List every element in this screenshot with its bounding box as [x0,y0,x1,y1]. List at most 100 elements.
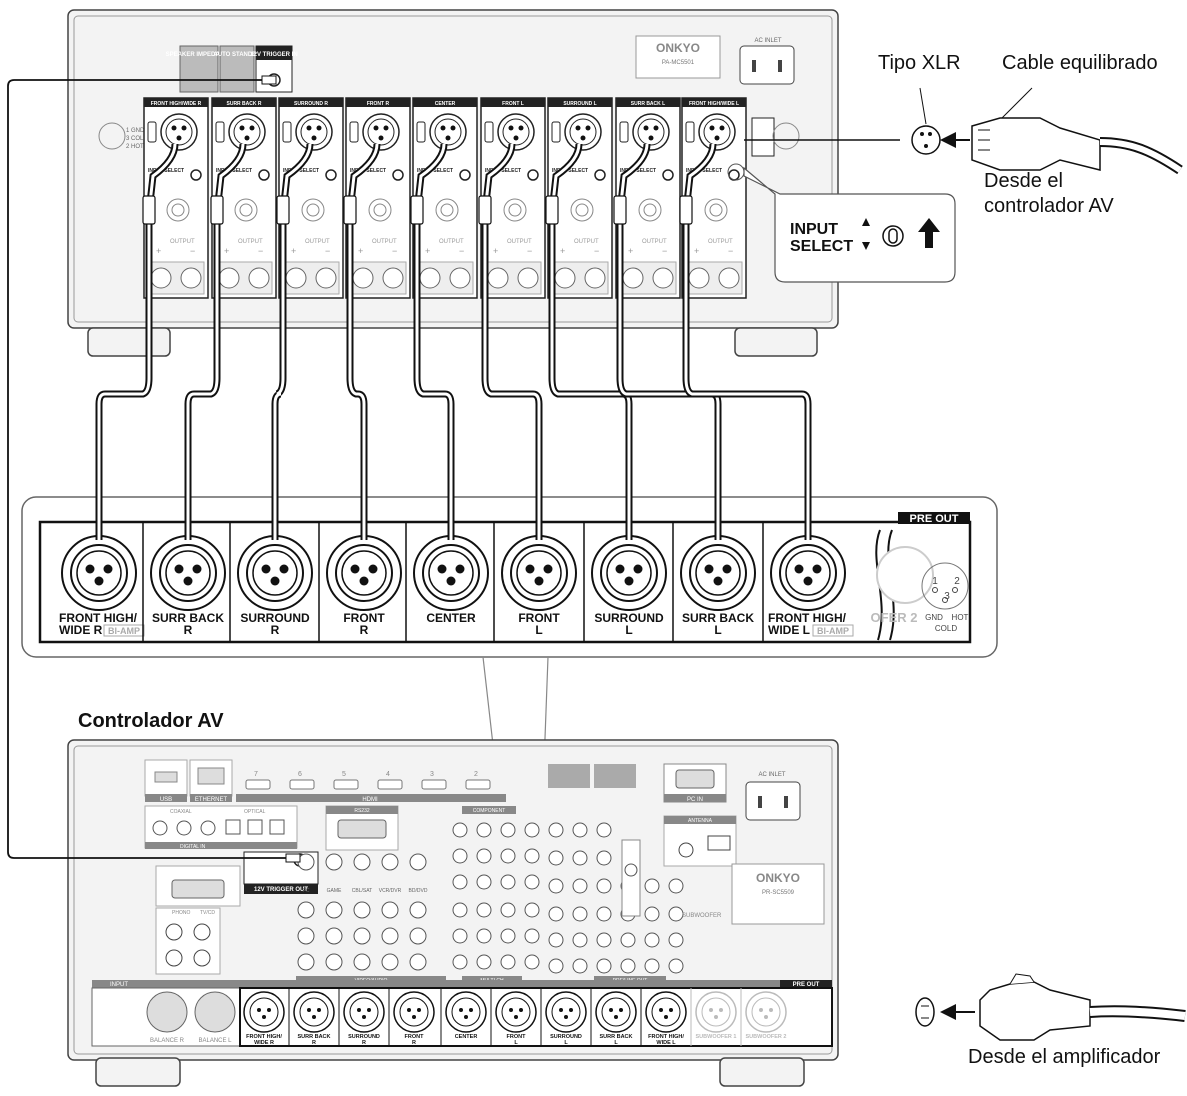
rca-jack[interactable] [381,901,399,919]
rca-jack[interactable] [452,954,468,970]
amp-speaker-terminal-plus[interactable] [150,267,172,289]
controller-xlr-output[interactable]: CENTER [440,988,487,1046]
rca-jack[interactable] [524,874,540,890]
rca-jack[interactable] [668,932,684,948]
amp-input-select-switch[interactable] [594,169,606,181]
rca-jack[interactable] [476,954,492,970]
rca-jack[interactable] [409,953,427,971]
rca-jack[interactable] [620,958,636,974]
optical-jack[interactable] [269,819,285,835]
rca-jack[interactable] [644,958,660,974]
amp-speaker-terminal-minus[interactable] [315,267,337,289]
rca-jack[interactable] [572,906,588,922]
rca-jack[interactable] [325,953,343,971]
rca-jack[interactable] [452,874,468,890]
hdmi-input-port[interactable]: 3 [421,771,447,790]
rca-jack[interactable] [596,822,612,838]
amp-speaker-terminal-minus[interactable] [449,267,471,289]
rca-jack[interactable] [524,954,540,970]
amp-speaker-terminal-plus[interactable] [487,267,509,289]
amp-speaker-terminal-plus[interactable] [218,267,240,289]
rca-jack[interactable] [620,932,636,948]
hdmi-input-port[interactable]: 6 [289,771,315,790]
amp-speaker-terminal-minus[interactable] [652,267,674,289]
amp-input-select-switch[interactable] [392,169,404,181]
rca-jack[interactable] [297,953,315,971]
amp-speaker-terminal-minus[interactable] [382,267,404,289]
rca-jack[interactable] [353,953,371,971]
amp-input-select-switch[interactable] [662,169,674,181]
rca-jack[interactable] [548,850,564,866]
rca-jack[interactable] [644,932,660,948]
rca-jack[interactable] [381,853,399,871]
amp-speaker-terminal-minus[interactable] [584,267,606,289]
rca-jack[interactable] [297,927,315,945]
hdmi-input-port[interactable]: 4 [377,771,403,790]
amp-speaker-terminal-minus[interactable] [718,267,740,289]
coaxial-jack[interactable] [152,820,168,836]
rca-jack[interactable] [596,932,612,948]
rca-jack[interactable] [572,958,588,974]
rca-jack[interactable] [353,927,371,945]
rca-jack[interactable] [452,848,468,864]
rca-jack[interactable] [668,878,684,894]
rca-jack[interactable] [409,901,427,919]
amp-input-select-switch[interactable] [325,169,337,181]
amp-input-select-switch[interactable] [258,169,270,181]
rca-jack[interactable] [476,928,492,944]
controller-xlr-output[interactable]: FRONT HIGH/WIDE L [640,988,687,1046]
amp-speaker-terminal-plus[interactable] [419,267,441,289]
rca-jack[interactable] [409,853,427,871]
rca-jack[interactable] [668,906,684,922]
rca-jack[interactable] [500,928,516,944]
coaxial-jack[interactable] [200,820,216,836]
rca-jack[interactable] [548,822,564,838]
rca-jack[interactable] [452,902,468,918]
rca-jack[interactable] [572,822,588,838]
rca-jack[interactable] [409,927,427,945]
rca-jack[interactable] [452,822,468,838]
rca-jack[interactable] [524,902,540,918]
controller-xlr-output[interactable]: SUBWOOFER 2 [740,988,787,1046]
rca-jack[interactable] [596,958,612,974]
amp-input-select-switch[interactable] [527,169,539,181]
rca-jack[interactable] [644,906,660,922]
rca-jack[interactable] [500,874,516,890]
amp-speaker-terminal-minus[interactable] [180,267,202,289]
rca-jack[interactable] [325,853,343,871]
rca-jack[interactable] [325,901,343,919]
amp-speaker-terminal-minus[interactable] [248,267,270,289]
amp-speaker-terminal-plus[interactable] [688,267,710,289]
rca-jack[interactable] [596,850,612,866]
rca-jack[interactable] [500,954,516,970]
amp-input-select-switch[interactable] [728,169,740,181]
rca-jack[interactable] [668,958,684,974]
amp-speaker-terminal-plus[interactable] [622,267,644,289]
rca-jack[interactable] [548,878,564,894]
rca-jack[interactable] [297,901,315,919]
controller-xlr-output[interactable]: FRONT HIGH/WIDE R [243,991,285,1046]
rca-jack[interactable] [500,902,516,918]
amp-input-select-switch[interactable] [459,169,471,181]
rca-jack[interactable] [572,850,588,866]
rca-jack[interactable] [548,958,564,974]
rca-jack[interactable] [572,878,588,894]
rca-jack[interactable] [572,932,588,948]
rca-jack[interactable] [596,906,612,922]
rca-jack[interactable] [476,848,492,864]
hdmi-input-port[interactable]: 2 [465,771,491,790]
rca-jack[interactable] [353,853,371,871]
rca-jack[interactable] [644,878,660,894]
optical-jack[interactable] [247,819,263,835]
hdmi-input-port[interactable]: 7 [245,771,271,790]
controller-xlr-output[interactable]: SUBWOOFER 1 [690,988,737,1046]
amp-speaker-terminal-plus[interactable] [554,267,576,289]
rca-jack[interactable] [381,953,399,971]
amp-speaker-terminal-plus[interactable] [352,267,374,289]
